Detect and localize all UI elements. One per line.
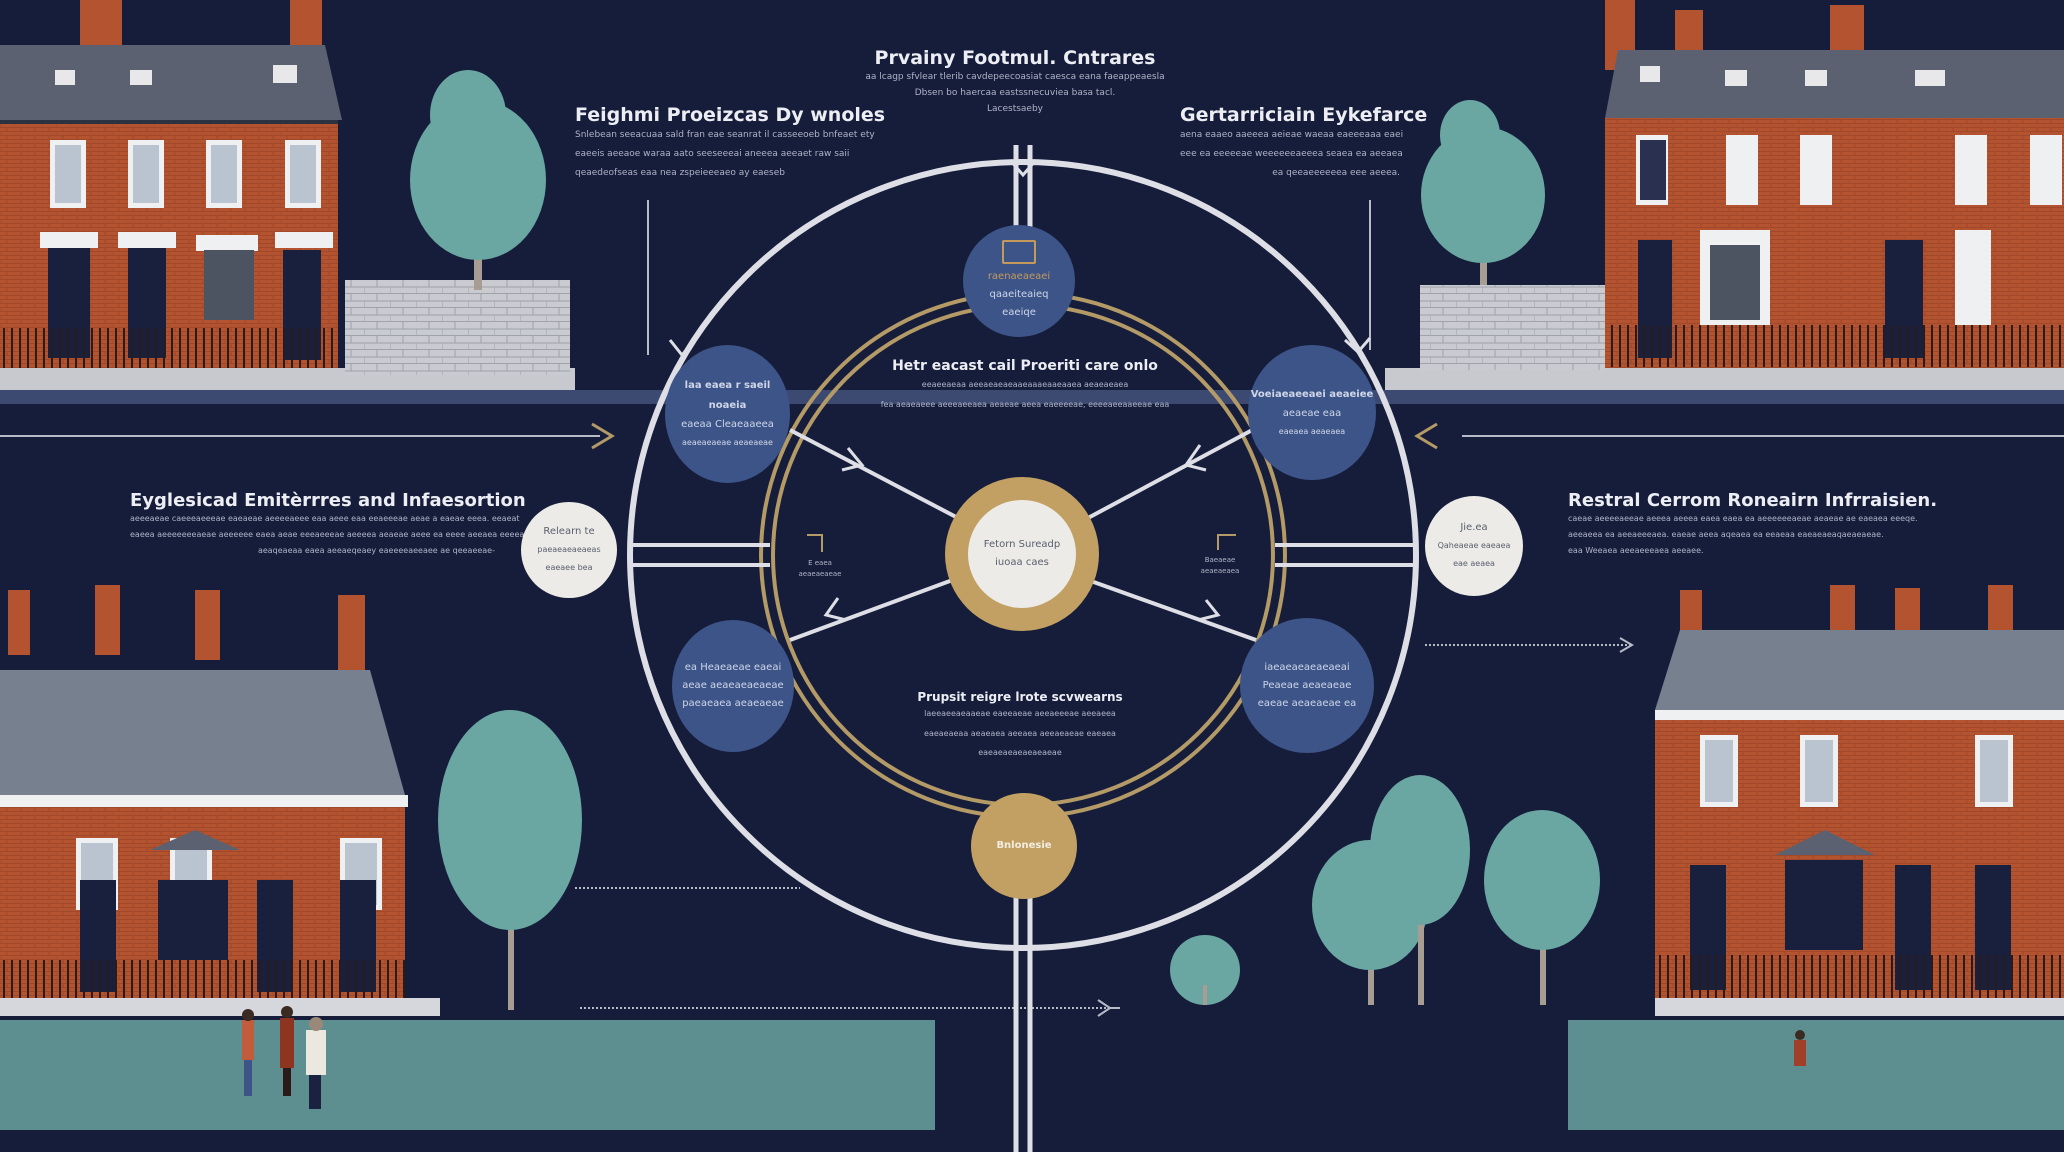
section-line: eaeeis aeeaoe waraa aato seeseeeai aneee… bbox=[575, 149, 850, 159]
lower-line: laeeaeeaeaaeae eaeeaeae aeeaeeeae aeeaee… bbox=[924, 709, 1116, 718]
section-line: aeaqeaeaa eaea aeeaeqeaey eaeeeeaeeaee a… bbox=[257, 546, 495, 555]
inner-title: Hetr eacast cail Proeriti care onlo bbox=[892, 358, 1158, 374]
section-line: aeeaeea ea aeeaeeeaea. eaeae aeea aqeaea… bbox=[1568, 530, 1884, 539]
node-lower-right[interactable]: iaeaeaeaeaeaeai Peaeae aeaeaeae eaeae ae… bbox=[1240, 618, 1374, 753]
corner-arrows bbox=[807, 534, 1236, 552]
node-line: paeaeaea aeaeaeae bbox=[682, 698, 784, 709]
header-line: Dbsen bo haercaa eastssnecuviea basa tac… bbox=[914, 88, 1116, 98]
house-top-right bbox=[1385, 0, 2064, 390]
section-line: ea qeeaeeeeeea eee aeeea. bbox=[1272, 168, 1400, 178]
header-title: Prvainy Footmul. Cntrares bbox=[874, 47, 1156, 69]
side-node-right[interactable]: Jie.ea Qaheaeae eaeaea eae aeaea bbox=[1425, 496, 1523, 596]
corner-label-line: aeaeaeaeae bbox=[798, 570, 842, 578]
node-line: eaeaa Cleaeaaeea bbox=[681, 419, 774, 430]
section-line: Snlebean seeacuaa sald fran eae seanrat … bbox=[575, 130, 875, 140]
house-top-left bbox=[0, 0, 575, 390]
node-line: Peaeae aeaeaeae bbox=[1262, 679, 1352, 691]
node-line: aeae aeaeaeaeaeae bbox=[682, 680, 784, 691]
header-line: Lacestsaeby bbox=[986, 104, 1043, 114]
inner-line: fea aeaeaeee aeeeaeeaea aeaeae aeea eaee… bbox=[880, 400, 1170, 409]
lower-title: Prupsit reigre lrote scvwearns bbox=[917, 690, 1123, 704]
section-line: eee ea eeeeeae weeeeeeaeeea seaea ea aee… bbox=[1180, 149, 1403, 159]
node-line: Bnlonesie bbox=[996, 840, 1052, 851]
node-line: eaeaee bea bbox=[545, 563, 593, 572]
node-upper-right[interactable]: Voeiaeaeeaei aeaeiee aeaeae eaa eaeaea a… bbox=[1248, 345, 1376, 480]
connector-arrows bbox=[0, 200, 2064, 1017]
tree-group-bottom-right bbox=[1170, 775, 1600, 1005]
header-line: aa lcagp sfvlear tlerib cavdepeecoasiat … bbox=[865, 72, 1165, 82]
spoke-arrowheads bbox=[668, 159, 1372, 622]
section-top-left: Feighmi Proeizcas Dy wnoles Snlebean see… bbox=[575, 104, 886, 183]
lower-line: eaeaeaeaeaeaeaeae bbox=[978, 748, 1062, 757]
corner-label-line: Baeaeae bbox=[1204, 556, 1236, 564]
node-center-inner: Fetorn Sureadp iuoaa caes bbox=[968, 500, 1076, 608]
house-bottom-left bbox=[0, 585, 440, 1016]
node-upper-left[interactable]: laa eaea r saeil noaeia eaeaa Cleaeaaeea… bbox=[665, 345, 790, 483]
inner-line: eeaeeaeaa aeeaeaeaeaaeaaaeaaeaaea aeaeae… bbox=[921, 380, 1129, 389]
node-line: eaeaea aeaeaea bbox=[1278, 426, 1346, 436]
section-line: eaeea aeeeeeeeaeae aeeeeee eaea aeae eee… bbox=[130, 530, 527, 539]
lower-text-block: Prupsit reigre lrote scvwearns laeeaeeae… bbox=[905, 690, 1135, 762]
ground-right bbox=[1568, 1020, 2064, 1130]
section-mid-right: Restral Cerrom Roneairn Infrraisien. cae… bbox=[1568, 490, 1938, 559]
tree-top-left bbox=[410, 70, 546, 290]
node-line: Qaheaeae eaeaea bbox=[1437, 541, 1511, 550]
node-line: eaeiqe bbox=[1002, 307, 1036, 318]
horizontal-spokes bbox=[630, 543, 1415, 567]
node-line: ea Heaeaeae eaeai bbox=[684, 662, 782, 673]
vertical-axis bbox=[1013, 145, 1033, 1152]
node-top[interactable]: raenaeaeaei qaaeiteaieq eaeiqe bbox=[963, 225, 1075, 337]
corner-label-right: Baeaeae aeaeaeaea bbox=[1190, 555, 1250, 577]
tree-top-right bbox=[1421, 100, 1545, 285]
node-line: Jie.ea bbox=[1460, 522, 1488, 533]
node-line: Relearn te bbox=[543, 526, 595, 537]
section-title: Restral Cerrom Roneairn Infrraisien. bbox=[1568, 490, 1938, 511]
section-title: Gertarriciain Eykefarce bbox=[1180, 104, 1428, 126]
node-line: paeaeaeaeaeas bbox=[537, 545, 601, 554]
node-line: qaaeiteaieq bbox=[989, 289, 1049, 300]
section-line: aena eaaeo aaeeea aeieae waeaa eaeeeaaa … bbox=[1180, 130, 1404, 140]
street-strip bbox=[0, 390, 2064, 404]
house-bottom-right bbox=[1655, 585, 2064, 1016]
section-line: aeeeaeae caeeeaeeeae eaeaeae aeeeeaeee e… bbox=[130, 514, 520, 523]
corner-label-line: E eaea bbox=[808, 559, 832, 567]
node-line: raenaeaeaei bbox=[987, 271, 1051, 282]
node-line: eaeae aeaeaeae ea bbox=[1257, 697, 1357, 709]
diagonal-spokes bbox=[789, 426, 1257, 642]
section-line: eaa Weeaea aeeaeeeaea aeeaee. bbox=[1568, 546, 1704, 555]
header-block: Prvainy Footmul. Cntrares aa lcagp sfvle… bbox=[820, 47, 1210, 117]
section-title: Feighmi Proeizcas Dy wnoles bbox=[575, 104, 886, 126]
lower-line: eaeaeaeaa aeaeaea aeeaea aeeaeaeae eaeae… bbox=[924, 729, 1116, 738]
ground-left bbox=[0, 1020, 935, 1130]
corner-label-left: E eaea aeaeaeaeae bbox=[790, 558, 850, 580]
node-line: iuoaa caes bbox=[995, 557, 1049, 568]
node-center[interactable]: Fetorn Sureadp iuoaa caes bbox=[945, 477, 1099, 631]
section-top-right: Gertarriciain Eykefarce aena eaaeo aaeee… bbox=[1180, 104, 1428, 183]
inner-text-block: Hetr eacast cail Proeriti care onlo eeae… bbox=[880, 358, 1170, 414]
section-mid-left: Eyglesicad Emitèrrres and Infaesortion a… bbox=[130, 490, 527, 559]
node-line: Fetorn Sureadp bbox=[983, 539, 1061, 550]
node-line: aeaeae eaa bbox=[1282, 407, 1342, 419]
people-group bbox=[242, 1006, 1806, 1109]
section-title: Eyglesicad Emitèrrres and Infaesortion bbox=[130, 490, 526, 511]
node-line: iaeaeaeaeaeaeai bbox=[1264, 661, 1350, 673]
node-bottom[interactable]: Bnlonesie bbox=[971, 793, 1077, 899]
node-line: laa eaea r saeil noaeia bbox=[684, 380, 771, 411]
document-icon bbox=[1002, 240, 1036, 264]
node-line: eae aeaea bbox=[1453, 559, 1495, 568]
section-line: caeae aeeeeaeeae aeeea aeeea eaea eaea e… bbox=[1568, 514, 1918, 523]
outer-ring bbox=[627, 159, 1419, 951]
corner-label-line: aeaeaeaea bbox=[1200, 567, 1240, 575]
node-line: aeaeaeaeae aeaeaeae bbox=[682, 438, 773, 447]
tree-bottom-left bbox=[438, 710, 582, 1010]
section-line: qeaedeofseas eaa nea zspeieeeaeo ay eaes… bbox=[575, 168, 785, 178]
node-line: Voeiaeaeeaei aeaeiee bbox=[1250, 388, 1374, 400]
node-lower-left[interactable]: ea Heaeaeae eaeai aeae aeaeaeaeaeae paea… bbox=[672, 620, 794, 752]
side-node-left[interactable]: Relearn te paeaeaeaeaeas eaeaee bea bbox=[521, 502, 617, 598]
